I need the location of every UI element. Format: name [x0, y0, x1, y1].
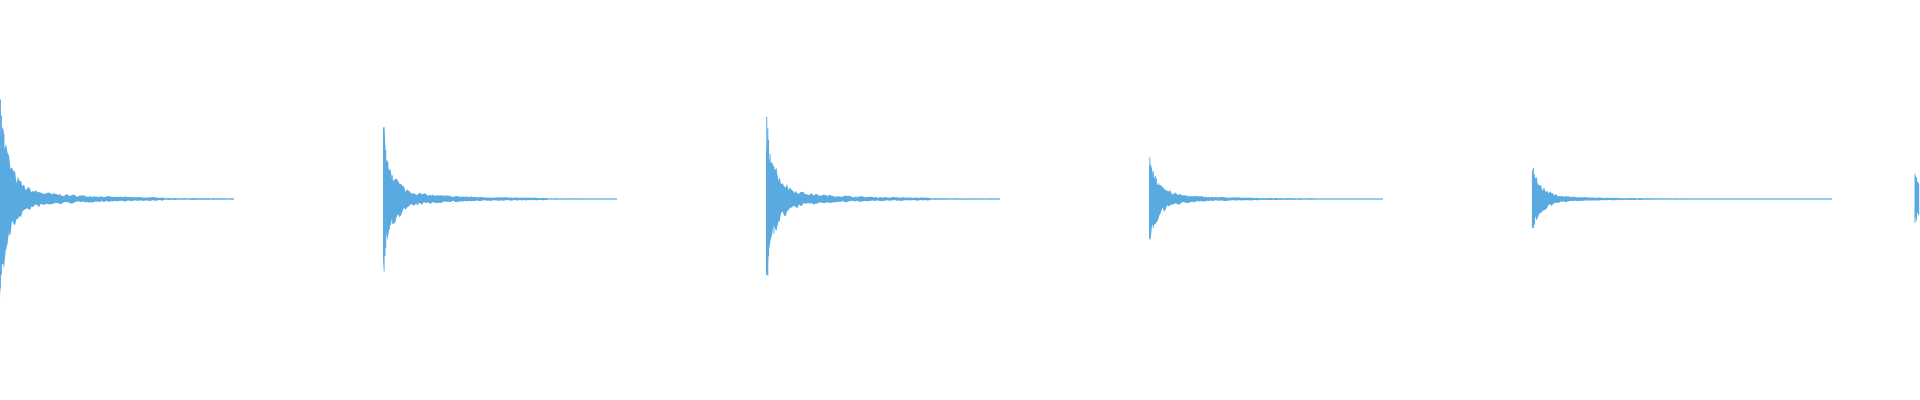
waveform-envelope — [1149, 163, 1383, 240]
waveform-hit — [1149, 157, 1383, 240]
waveform-envelope — [383, 127, 617, 269]
waveform-hit — [383, 127, 617, 272]
waveform-hit — [1914, 171, 1920, 223]
waveform-hit — [1531, 167, 1832, 229]
waveform-envelope — [0, 126, 234, 298]
waveform-hit — [766, 116, 1000, 276]
waveform-hit — [0, 99, 234, 298]
waveform-envelope — [766, 137, 1000, 276]
waveform-envelope — [1532, 168, 1832, 229]
